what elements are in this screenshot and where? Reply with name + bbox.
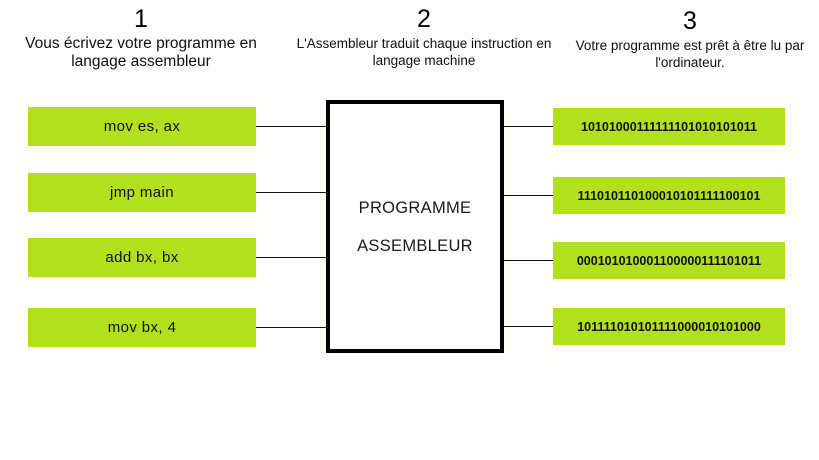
step-number-1: 1	[134, 5, 148, 33]
assembly-instruction-box: jmp main	[28, 173, 256, 212]
machine-code-text: 10101000111111101010101011	[581, 119, 757, 134]
step-caption-3: Votre programme est prêt à être lu par l…	[575, 38, 805, 70]
connector-line-left	[256, 327, 328, 328]
assembly-instruction-box: mov es, ax	[28, 107, 256, 146]
connector-line-left	[256, 192, 328, 193]
step-header-3: 3 Votre programme est prêt à être lu par…	[563, 6, 817, 71]
machine-code-box: 101111010101111000010101000	[553, 308, 785, 345]
connector-line-right	[502, 126, 555, 127]
assembler-program-box: PROGRAMME ASSEMBLEUR	[326, 100, 504, 353]
connector-line-right	[502, 260, 555, 261]
assembly-instruction-text: mov es, ax	[103, 118, 181, 135]
step-number-2: 2	[417, 5, 431, 33]
step-caption-2: L'Assembleur traduit chaque instruction …	[296, 36, 552, 68]
machine-code-text: 101111010101111000010101000	[577, 319, 761, 334]
machine-code-text: 000101010001100000111101011	[576, 253, 762, 268]
machine-code-box: 000101010001100000111101011	[553, 242, 785, 279]
assembly-instruction-text: add bx, bx	[105, 249, 179, 266]
connector-line-left	[256, 126, 328, 127]
assembly-instruction-box: mov bx, 4	[28, 308, 256, 347]
connector-line-right	[502, 326, 555, 327]
machine-code-box: 10101000111111101010101011	[553, 108, 785, 145]
step-header-2: 2 L'Assembleur traduit chaque instructio…	[284, 4, 564, 69]
assembler-box-line-1: PROGRAMME	[358, 198, 472, 217]
assembly-instruction-text: mov bx, 4	[107, 319, 177, 336]
assembly-instruction-text: jmp main	[109, 184, 175, 201]
machine-code-text: 111010110100010101111100101	[577, 188, 761, 203]
connector-line-right	[502, 195, 555, 196]
step-header-1: 1 Vous écrivez votre programme en langag…	[2, 4, 280, 71]
connector-line-left	[256, 257, 328, 258]
assembly-instruction-box: add bx, bx	[28, 238, 256, 277]
step-number-3: 3	[683, 7, 697, 35]
step-caption-1: Vous écrivez votre programme en langage …	[25, 35, 257, 70]
machine-code-box: 111010110100010101111100101	[553, 177, 785, 214]
assembler-box-line-2: ASSEMBLEUR	[357, 236, 473, 255]
